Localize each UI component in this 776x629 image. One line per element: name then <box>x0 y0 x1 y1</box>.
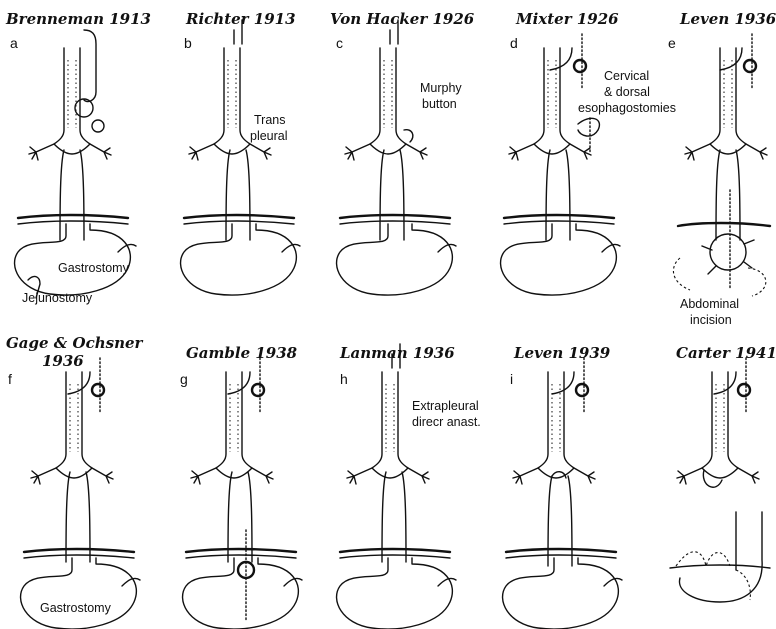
panel-d: Mixter 1926 d Cervical & dorsal esophago… <box>501 10 676 295</box>
annotation-cervical-2: & dorsal <box>604 85 650 99</box>
annotation-murphy-2: button <box>422 97 457 111</box>
annotation-extrapleural-2: direcr anast. <box>412 415 481 429</box>
panel-i: Leven 1939 i <box>503 344 622 629</box>
panel-letter: h <box>340 371 348 387</box>
annotation-extrapleural-1: Extrapleural <box>412 399 479 413</box>
panel-letter: i <box>510 371 513 387</box>
panel-title: Mixter 1926 <box>515 10 619 28</box>
panel-h: Lanman 1936 h Extrapleural direcr anast. <box>337 344 481 629</box>
panel-letter: e <box>668 35 676 51</box>
panel-title: Leven 1936 <box>679 10 776 28</box>
panel-f: Gage & Ochsner 1936 f Gastrostomy <box>6 334 144 629</box>
panel-title: Carter 1941 <box>676 344 776 362</box>
panel-title: Lanman 1936 <box>339 344 455 362</box>
panel-a: Brenneman 1913 a Gastrostomy Jejunostomy <box>5 10 151 305</box>
annotation-murphy-1: Murphy <box>420 81 462 95</box>
panel-letter: g <box>180 371 188 387</box>
panel-c: Von Hacker 1926 c Murphy button <box>330 10 475 295</box>
annotation-abdominal-2: incision <box>690 313 732 327</box>
annotation-cervical-3: esophagostomies <box>578 101 676 115</box>
panel-title: Richter 1913 <box>185 10 296 28</box>
panel-title-line2: 1936 <box>42 352 84 370</box>
panel-g: Gamble 1938 g <box>180 344 302 629</box>
annotation-jejunostomy: Jejunostomy <box>22 291 93 305</box>
annotation-cervical-1: Cervical <box>604 69 649 83</box>
panel-b: Richter 1913 b Trans pleural <box>181 10 300 295</box>
panel-letter: d <box>510 35 518 51</box>
annotation-abdominal-1: Abdominal <box>680 297 739 311</box>
panel-letter: b <box>184 35 192 51</box>
panel-letter: f <box>8 371 12 387</box>
panel-letter: c <box>336 35 343 51</box>
annotation-trans-pleural-2: pleural <box>250 129 288 143</box>
panel-title: Gamble 1938 <box>186 344 298 362</box>
panel-title: Brenneman 1913 <box>5 10 151 28</box>
panel-carter: Carter 1941 <box>670 344 776 602</box>
panel-title-line1: Gage & Ochsner <box>6 334 144 352</box>
annotation-gastrostomy-a: Gastrostomy <box>58 261 130 275</box>
panel-letter: a <box>10 35 18 51</box>
annotation-trans-pleural-1: Trans <box>254 113 286 127</box>
panel-title: Leven 1939 <box>513 344 611 362</box>
annotation-gastrostomy-f: Gastrostomy <box>40 601 112 615</box>
panel-title: Von Hacker 1926 <box>330 10 475 28</box>
panel-e: Leven 1936 e Abdominal incision <box>668 10 776 327</box>
